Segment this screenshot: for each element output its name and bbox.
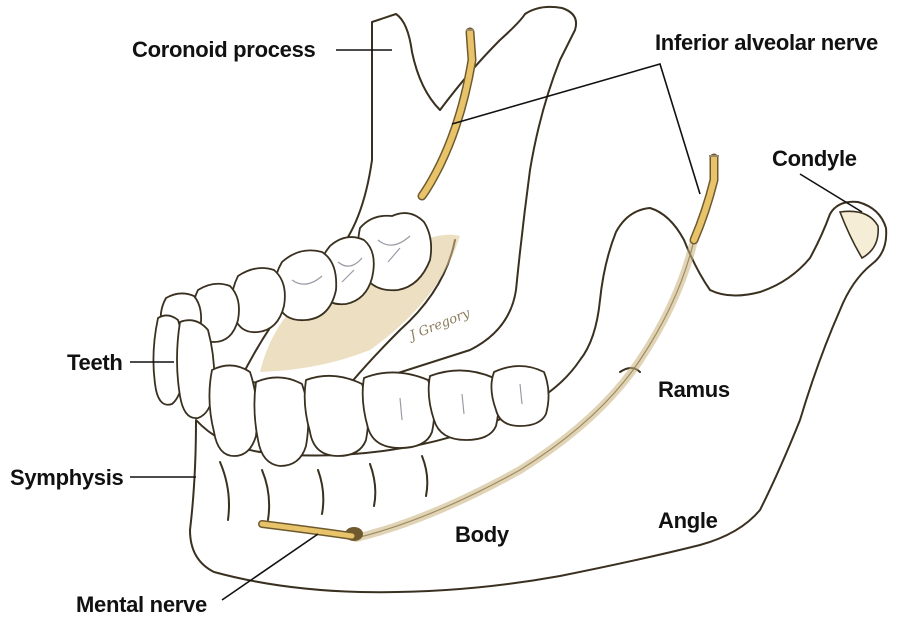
artist-signature: J Gregory bbox=[405, 306, 473, 345]
far-ramus bbox=[240, 7, 576, 392]
label-teeth: Teeth bbox=[67, 350, 123, 375]
label-ramus: Ramus bbox=[658, 377, 730, 402]
label-inferior-alveolar-nerve: Inferior alveolar nerve bbox=[655, 30, 878, 55]
label-angle: Angle bbox=[658, 508, 718, 533]
near-inferior-alveolar-nerve bbox=[694, 156, 719, 240]
leader-inferior-alveolar-nerve bbox=[452, 64, 700, 194]
label-coronoid-process: Coronoid process bbox=[132, 37, 316, 62]
leader-condyle bbox=[800, 174, 862, 212]
far-inferior-alveolar-nerve bbox=[422, 30, 474, 196]
label-body: Body bbox=[455, 522, 510, 547]
label-condyle: Condyle bbox=[772, 146, 857, 171]
label-symphysis: Symphysis bbox=[10, 465, 124, 490]
label-mental-nerve: Mental nerve bbox=[76, 592, 207, 617]
leader-mental-nerve bbox=[222, 534, 318, 600]
